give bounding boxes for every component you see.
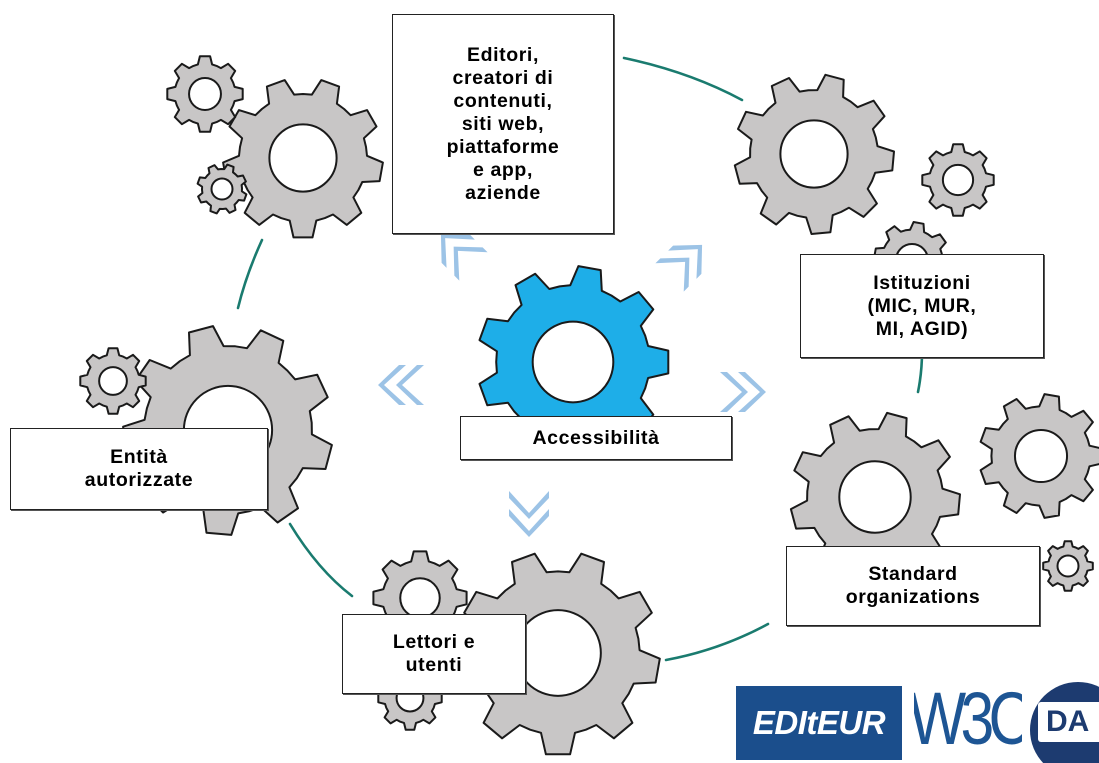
gray-gear-1: [166, 55, 244, 133]
gear-hole: [98, 366, 128, 396]
label-publishers: Editori, creatori di contenuti, siti web…: [446, 43, 560, 204]
gear-hole: [514, 609, 602, 697]
editeur-logo: EDItEUR: [736, 686, 902, 760]
gray-gear-2: [196, 163, 248, 215]
w3c-logo: W3C: [914, 676, 1022, 760]
daisy-logo-band: DA: [1038, 702, 1099, 742]
chevron-double-icon: [440, 233, 488, 281]
gear-hole: [838, 460, 912, 534]
w3c-logo-text: W3C: [914, 676, 1022, 760]
gear-hole: [188, 77, 222, 111]
chevron-double-icon: [720, 372, 766, 412]
gear-hole: [531, 320, 615, 404]
gear-hole: [779, 119, 849, 189]
gray-gear-0: [222, 79, 384, 239]
box-center: Accessibilità: [460, 416, 732, 460]
gear-hole: [1056, 554, 1080, 578]
center-gear-icon: [478, 265, 670, 459]
ring-arc-1: [916, 350, 924, 394]
label-center: Accessibilità: [532, 426, 660, 449]
label-institutions: Istituzioni (MIC, MUR, MI, AGID): [867, 271, 977, 340]
box-institutions: Istituzioni (MIC, MUR, MI, AGID): [800, 254, 1044, 358]
box-standards: Standard organizations: [786, 546, 1040, 626]
box-authorized: Entità autorizzate: [10, 428, 268, 510]
gear-hole: [399, 577, 441, 619]
gear-hole: [1013, 428, 1069, 484]
gear-hole: [210, 177, 234, 201]
box-readers: Lettori e utenti: [342, 614, 526, 694]
daisy-logo: DA: [1030, 682, 1099, 763]
box-publishers: Editori, creatori di contenuti, siti web…: [392, 14, 614, 234]
gray-gear-9: [789, 411, 961, 583]
gear-hole: [941, 163, 975, 197]
chevron-double-icon: [655, 244, 703, 292]
ring-arc-3: [288, 522, 354, 598]
gray-gear-13: [455, 552, 661, 756]
chevron-double-icon: [378, 365, 424, 405]
daisy-logo-text: DA: [1046, 705, 1090, 738]
label-standards: Standard organizations: [845, 563, 981, 608]
gear-hole: [268, 123, 338, 193]
editeur-logo-text: EDItEUR: [752, 704, 886, 741]
label-readers: Lettori e utenti: [392, 631, 476, 676]
ring-arc-0: [622, 56, 744, 102]
gray-gear-3: [733, 73, 895, 235]
ring-arc-4: [236, 238, 264, 310]
chevrons: [378, 233, 766, 537]
ring-arc-2: [664, 622, 770, 662]
gray-gear-11: [1042, 540, 1094, 592]
center-gear: [478, 265, 670, 459]
chevron-double-icon: [509, 491, 549, 537]
gray-gear-7: [79, 347, 147, 415]
label-authorized: Entità autorizzate: [84, 446, 194, 491]
gray-gear-10: [979, 393, 1099, 519]
gray-gear-4: [921, 143, 995, 217]
